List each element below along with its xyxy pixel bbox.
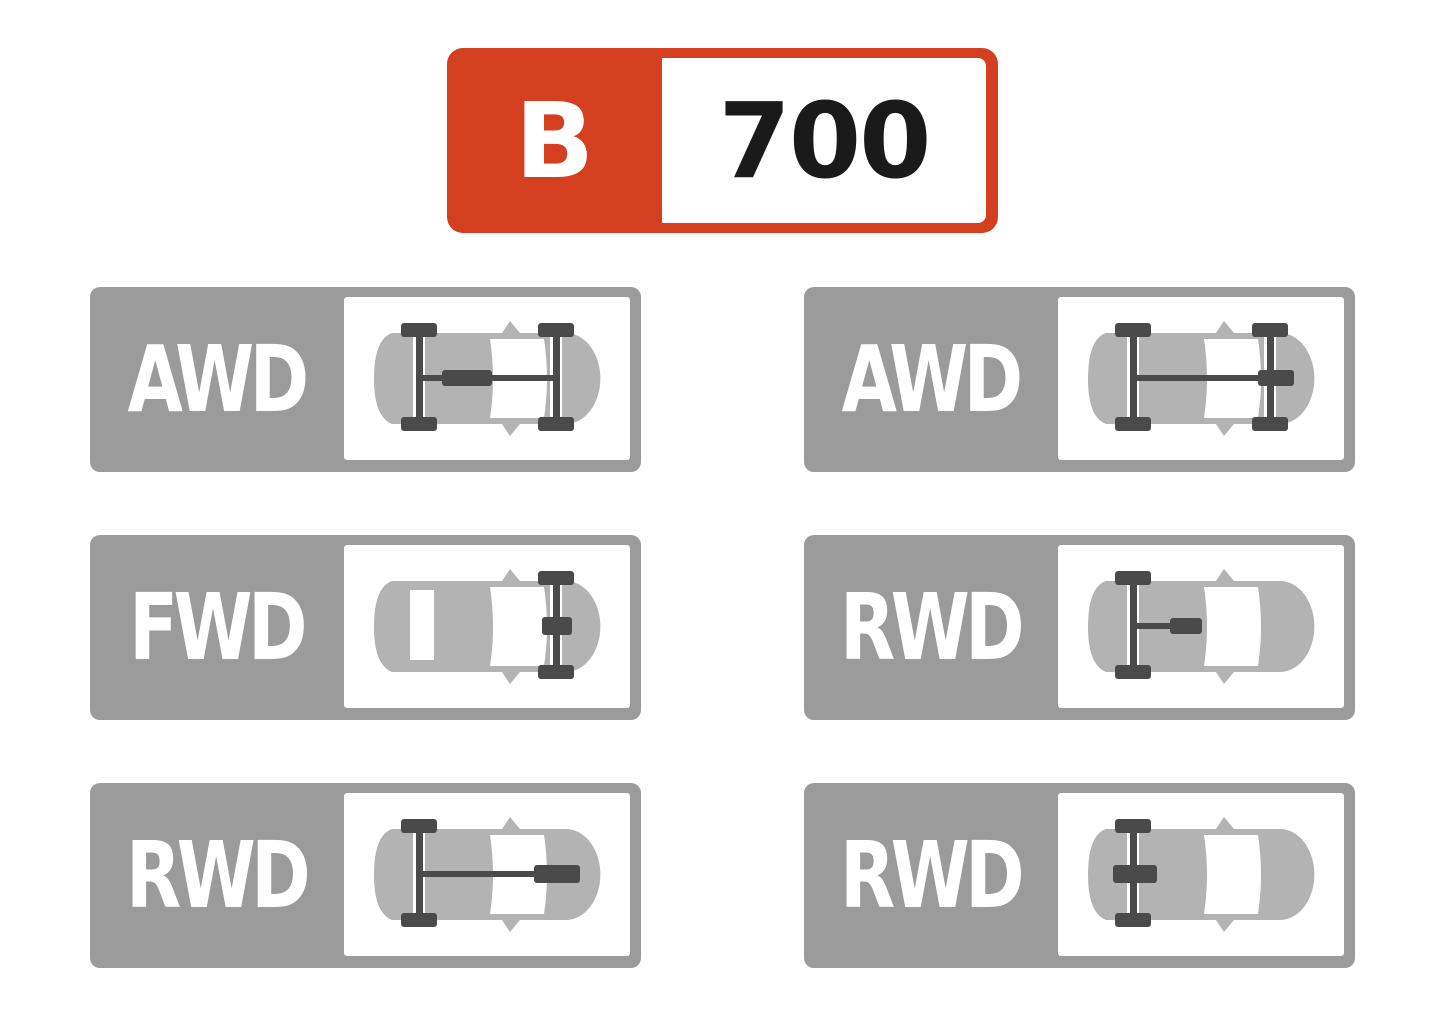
wheel-icon bbox=[538, 323, 574, 337]
car-topview-icon bbox=[374, 817, 601, 932]
mirror-icon bbox=[502, 424, 520, 436]
drivetrain-label: FWD bbox=[129, 574, 307, 681]
wheel-icon bbox=[1115, 571, 1151, 585]
wheel-icon bbox=[538, 665, 574, 679]
wheel-icon bbox=[1115, 665, 1151, 679]
drivetrain-label: RWD bbox=[840, 822, 1025, 929]
wheel-icon bbox=[1115, 323, 1151, 337]
windshield-icon bbox=[1204, 587, 1261, 666]
engine-icon bbox=[534, 865, 580, 883]
rear-seat-icon bbox=[410, 590, 434, 660]
driveshaft-icon bbox=[1133, 375, 1270, 381]
mirror-icon bbox=[502, 817, 520, 829]
drivetrain-label: RWD bbox=[840, 574, 1025, 681]
mirror-icon bbox=[1216, 817, 1234, 829]
car-topview-icon bbox=[374, 321, 601, 436]
wheel-icon bbox=[401, 417, 437, 431]
mirror-icon bbox=[1216, 569, 1234, 581]
wheel-icon bbox=[538, 417, 574, 431]
differential-icon bbox=[1113, 865, 1157, 883]
car-icon-panel bbox=[1058, 297, 1344, 460]
drivetrain-label: RWD bbox=[126, 822, 311, 929]
axle-icon bbox=[553, 333, 560, 421]
windshield-icon bbox=[490, 587, 547, 666]
mirror-icon bbox=[502, 920, 520, 932]
drivetrain-badge: RWD bbox=[90, 783, 641, 968]
car-topview-icon bbox=[1088, 569, 1315, 684]
mirror-icon bbox=[502, 672, 520, 684]
header-badge: B 700 bbox=[447, 48, 998, 233]
transmission-icon bbox=[442, 370, 492, 386]
driveshaft-icon bbox=[1133, 623, 1193, 629]
wheel-icon bbox=[1115, 417, 1151, 431]
windshield-icon bbox=[1204, 835, 1261, 914]
header-badge-number: 700 bbox=[662, 58, 986, 223]
transmission-icon bbox=[1170, 618, 1202, 634]
wheel-icon bbox=[1115, 819, 1151, 833]
header-badge-letter: B bbox=[514, 79, 595, 202]
mirror-icon bbox=[502, 321, 520, 333]
car-icon-panel bbox=[344, 545, 630, 708]
drivetrain-badge: RWD bbox=[804, 783, 1355, 968]
car-icon-panel bbox=[1058, 545, 1344, 708]
drivetrain-badge: AWD bbox=[804, 287, 1355, 472]
engine-icon bbox=[1258, 370, 1294, 386]
car-icon-panel bbox=[1058, 793, 1344, 956]
wheel-icon bbox=[538, 571, 574, 585]
mirror-icon bbox=[502, 569, 520, 581]
wheel-icon bbox=[401, 913, 437, 927]
wheel-icon bbox=[1252, 417, 1288, 431]
drivetrain-badge: RWD bbox=[804, 535, 1355, 720]
wheel-icon bbox=[1252, 323, 1288, 337]
mirror-icon bbox=[1216, 672, 1234, 684]
wheel-icon bbox=[401, 819, 437, 833]
drivetrain-label: AWD bbox=[127, 326, 309, 433]
car-icon-panel bbox=[344, 793, 630, 956]
mirror-icon bbox=[1216, 424, 1234, 436]
car-topview-icon bbox=[1088, 817, 1315, 932]
engine-icon bbox=[542, 617, 572, 635]
car-icon-panel bbox=[344, 297, 630, 460]
drivetrain-badge: AWD bbox=[90, 287, 641, 472]
mirror-icon bbox=[1216, 920, 1234, 932]
drivetrain-label: AWD bbox=[841, 326, 1023, 433]
drivetrain-badge: FWD bbox=[90, 535, 641, 720]
car-topview-icon bbox=[1088, 321, 1315, 436]
mirror-icon bbox=[1216, 321, 1234, 333]
driveshaft-icon bbox=[419, 871, 549, 877]
wheel-icon bbox=[1115, 913, 1151, 927]
wheel-icon bbox=[401, 323, 437, 337]
car-topview-icon bbox=[374, 569, 601, 684]
